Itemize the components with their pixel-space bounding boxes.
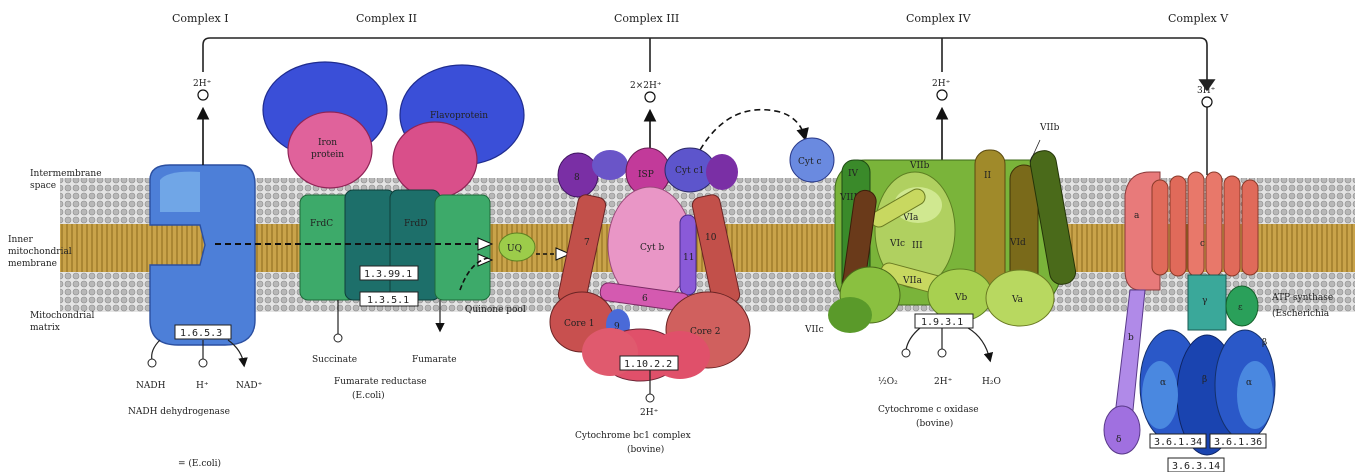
c5-beta-2: β	[1262, 338, 1267, 348]
c4-vic: VIc	[889, 239, 905, 249]
c4-viib: VIIb	[909, 161, 930, 171]
c2-iron-protein-2: protein	[311, 150, 344, 160]
region-matrix-label-2: matrix	[30, 323, 60, 333]
c5-ec-number-1: 3.6.1.34	[1154, 437, 1202, 448]
c4-ec-number: 1.9.3.1	[921, 317, 963, 328]
c3-name: Cytochrome bc1 complex	[575, 431, 691, 441]
c3-proton-label: 2×2H⁺	[630, 81, 662, 91]
c1-nad: NAD⁺	[236, 381, 263, 391]
c2-fumarate: Fumarate	[412, 355, 457, 365]
c3-matrix-proton: 2H⁺	[640, 408, 659, 418]
c4-viic: VIIc	[804, 325, 824, 335]
c2-frdc: FrdC	[310, 219, 333, 229]
c3-cyt-c1: Cyt c1	[675, 166, 704, 176]
c5-alpha-right: α	[1246, 378, 1252, 388]
c4-via: VIa	[902, 213, 919, 223]
cytochrome-c: Cyt c	[790, 138, 834, 182]
c1-h: H⁺	[196, 381, 209, 391]
c4-iii: III	[912, 241, 923, 251]
c3-subunit-11: 11	[683, 253, 694, 263]
c5-delta: δ	[1116, 435, 1121, 445]
c4-vb: Vb	[954, 293, 967, 303]
c3-subunit-6: 6	[642, 294, 648, 304]
complex-2-title: Complex II	[356, 12, 417, 25]
c4-viib-label: VIIb	[1039, 123, 1060, 133]
cyt-c-label: Cyt c	[798, 157, 822, 167]
c3-ec-number: 1.10.2.2	[624, 359, 672, 370]
complex-4: 2H⁺ IV VIII VIIb VIa III VIIa VIc II VId…	[804, 79, 1077, 429]
c3-organism: (bovine)	[627, 444, 664, 455]
footnote: = (E.coli)	[178, 458, 221, 469]
c5-subunit-c: c	[1200, 239, 1205, 249]
c3-isp: ISP	[638, 170, 654, 180]
c2-iron-protein: Iron	[318, 138, 337, 148]
c4-proton-label: 2H⁺	[932, 79, 951, 89]
c2-frdd: FrdD	[404, 219, 428, 229]
c2-succinate: Succinate	[312, 355, 357, 365]
region-inner-label-3: membrane	[8, 259, 57, 269]
c4-h2o: H₂O	[982, 377, 1001, 387]
quinone-pool-label: Quinone pool	[465, 305, 526, 315]
c5-subunit-a: a	[1134, 211, 1140, 221]
region-intermembrane-label: Intermembrane	[30, 169, 102, 179]
region-intermembrane-label-2: space	[30, 181, 56, 191]
c5-alpha-left: α	[1160, 378, 1166, 388]
c2-flavoprotein: Flavoprotein	[430, 111, 488, 121]
c4-o2: ½O₂	[878, 376, 898, 387]
c5-name: ATP synthase	[1271, 293, 1333, 303]
c5-subunit-b: b	[1128, 333, 1134, 343]
c5-organism: (Escherichia	[1272, 308, 1330, 319]
c3-core1: Core 1	[564, 319, 595, 329]
c4-matrix-proton: 2H⁺	[934, 377, 953, 387]
complex-1-title: Complex I	[172, 12, 229, 25]
c4-organism: (bovine)	[916, 418, 953, 429]
c4-viia: VIIa	[902, 276, 923, 286]
complex-4-title: Complex IV	[906, 12, 972, 25]
region-inner-label: Inner	[8, 235, 33, 245]
c1-name: NADH dehydrogenase	[128, 407, 230, 417]
region-matrix-label: Mitochondrial	[30, 311, 94, 321]
uq-label: UQ	[507, 244, 522, 254]
c5-ec-number-2: 3.6.1.36	[1214, 437, 1262, 448]
c4-ii: II	[984, 171, 992, 181]
c4-name: Cytochrome c oxidase	[878, 405, 979, 415]
c4-va: Va	[1011, 295, 1024, 305]
c5-ec-number-3: 3.6.3.14	[1172, 461, 1220, 472]
c4-vid: VId	[1009, 238, 1026, 248]
c2-name: Fumarate reductase	[334, 377, 427, 387]
c5-proton-label: 3H⁺	[1197, 86, 1216, 96]
complex-3-title: Complex III	[614, 12, 679, 25]
c5-epsilon: ε	[1238, 303, 1243, 313]
c2-ec-number-1: 1.3.99.1	[364, 269, 412, 280]
c1-nadh: NADH	[136, 381, 166, 391]
c3-cyt-b: Cyt b	[640, 243, 664, 253]
c3-subunit-8: 8	[574, 173, 580, 183]
c3-subunit-7: 7	[584, 238, 590, 248]
c2-organism: (E.coli)	[352, 390, 385, 401]
c2-ec-number-2: 1.3.5.1	[367, 295, 409, 306]
complex-2: Iron protein Flavoprotein FrdC FrdD 1.3.…	[263, 62, 524, 401]
region-inner-label-2: mitochondrial	[8, 247, 72, 257]
c1-proton-label: 2H⁺	[193, 79, 212, 89]
c4-iv: IV	[848, 169, 859, 179]
c5-beta: β	[1202, 375, 1207, 385]
c5-gamma: γ	[1202, 296, 1207, 306]
c3-subunit-10: 10	[705, 233, 717, 243]
c1-ec-number: 1.6.5.3	[180, 328, 222, 339]
complex-5-title: Complex V	[1168, 12, 1229, 25]
